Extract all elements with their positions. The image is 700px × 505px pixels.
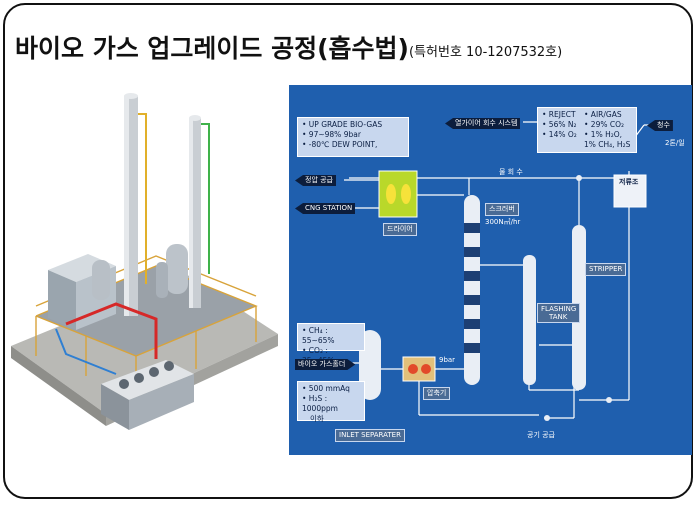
inlet-separator-label: INLET SEPARATER: [335, 429, 405, 442]
product-gas-spec: • UP GRADE BIO-GAS • 97~98% 9bar • -80℃ …: [297, 117, 409, 157]
storage-tank: [613, 174, 647, 208]
scrubber-label: 스크러버: [485, 203, 519, 216]
clean-water-rate: 2톤/일: [665, 139, 685, 147]
stripper-label: STRIPPER: [585, 263, 627, 276]
feed-gas-composition: • CH₄ : 55~65% • CO₂ : 35~45%: [297, 323, 365, 365]
air-supply-label: 공기 공급: [527, 431, 555, 439]
patent-number: (특허번호 10-1207532호): [409, 45, 563, 60]
heat-recovery-label: 열가이어 회수 시스템: [445, 118, 521, 129]
pressure-label: 9bar: [439, 356, 456, 364]
scrubber-capacity: 300N㎥/hr: [485, 218, 521, 226]
reject-gas-spec: • REJECT • 56% N₂ • 14% O₂ • AIR/GAS • 2…: [537, 107, 637, 153]
biogas-holder-label: 바이오 가스홀더: [295, 359, 355, 370]
compressor-label: 압축기: [423, 387, 451, 400]
storage-tank-label: 저류조: [619, 178, 639, 186]
plant-illustration: [11, 93, 278, 430]
clean-water-label: 청수: [647, 120, 673, 131]
process-flow-diagram: • UP GRADE BIO-GAS • 97~98% 9bar • -80℃ …: [289, 85, 692, 455]
feed-gas-condition: • 500 mmAq • H₂S : 1000ppm 이하: [297, 381, 365, 423]
page-title: 바이오 가스 업그레이드 공정(흡수법): [15, 34, 409, 63]
dryer-label: 드라이어: [383, 223, 417, 236]
water-recovery-label: 물 회 수: [499, 168, 523, 176]
scrubber-column: [464, 195, 480, 385]
dryer-unit: [378, 170, 418, 218]
flashing-tank: [523, 255, 536, 385]
cng-station-label: CNG STATION: [295, 203, 356, 214]
gas-supply-label: 정압 공급: [295, 175, 336, 186]
flashing-tank-label: FLASHING TANK: [537, 303, 581, 323]
